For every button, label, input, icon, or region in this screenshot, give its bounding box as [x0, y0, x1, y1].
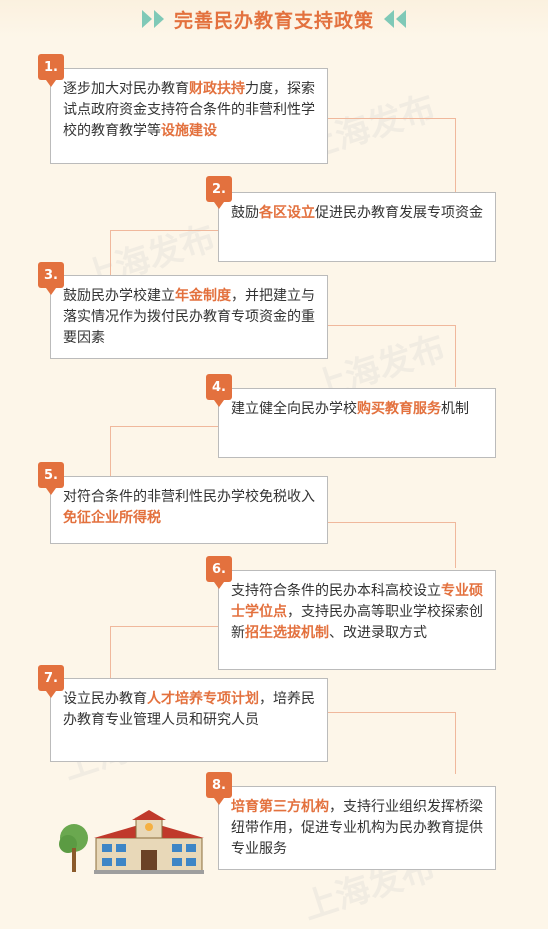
step-badge: 3.	[38, 262, 64, 295]
policy-item-2: 鼓励各区设立促进民办教育发展专项资金	[218, 192, 496, 262]
highlight-text: 培育第三方机构	[231, 799, 329, 815]
school-building-icon	[59, 810, 204, 874]
policy-item-3: 鼓励民办学校建立年金制度，并把建立与落实情况作为拨付民办教育专项资金的重要因素	[50, 275, 328, 359]
highlight-text: 年金制度	[175, 288, 231, 304]
policy-text: 培育第三方机构，支持行业组织发挥桥梁纽带作用，促进专业机构为民办教育提供专业服务	[231, 799, 483, 857]
header: 完善民办教育支持政策	[0, 0, 548, 38]
policy-text: 建立健全向民办学校购买教育服务机制	[231, 401, 469, 417]
body-text: 机制	[441, 401, 469, 417]
step-badge: 8.	[206, 772, 232, 805]
body-text: 对符合条件的非营利性民办学校免税收入	[63, 489, 315, 505]
connector-line	[110, 426, 222, 476]
highlight-text: 免征企业所得税	[63, 510, 161, 526]
body-text: 、改进录取方式	[329, 625, 427, 641]
highlight-text: 设施建设	[161, 123, 217, 139]
policy-text: 鼓励各区设立促进民办教育发展专项资金	[231, 205, 483, 221]
body-text: 逐步加大对民办教育	[63, 81, 189, 97]
body-text: 建立健全向民办学校	[231, 401, 357, 417]
left-arrows-icon	[384, 10, 406, 28]
step-badge: 7.	[38, 665, 64, 698]
body-text: ，支持民办高等职业学校探索创新	[231, 604, 483, 641]
body-text: 支持符合条件的民办本科高校设立	[231, 583, 441, 599]
body-text: 设立民办教育	[63, 691, 147, 707]
policy-item-7: 设立民办教育人才培养专项计划，培养民办教育专业管理人员和研究人员	[50, 678, 328, 762]
body-text: 促进民办教育发展专项资金	[315, 205, 483, 221]
body-text: 鼓励	[231, 205, 259, 221]
body-text: 鼓励民办学校建立	[63, 288, 175, 304]
body-text: ，并把建立与落实情况作为拨付民办教育专项资金的重要因素	[63, 288, 315, 346]
connector-line	[110, 626, 222, 678]
connector-line	[110, 230, 222, 275]
highlight-text: 各区设立	[259, 205, 315, 221]
step-badge: 4.	[206, 374, 232, 407]
policy-item-6: 支持符合条件的民办本科高校设立专业硕士学位点，支持民办高等职业学校探索创新招生选…	[218, 570, 496, 670]
body-text: ，培养民办教育专业管理人员和研究人员	[63, 691, 315, 728]
policy-text: 逐步加大对民办教育财政扶持力度，探索试点政府资金支持符合条件的非营利性学校的教育…	[63, 81, 315, 139]
highlight-text: 专业硕士学位点	[231, 583, 483, 620]
page-title: 完善民办教育支持政策	[173, 9, 374, 32]
policy-item-5: 对符合条件的非营利性民办学校免税收入免征企业所得税	[50, 476, 328, 544]
step-badge: 1.	[38, 54, 64, 87]
policy-text: 支持符合条件的民办本科高校设立专业硕士学位点，支持民办高等职业学校探索创新招生选…	[231, 583, 483, 641]
highlight-text: 人才培养专项计划	[147, 691, 259, 707]
highlight-text: 招生选拔机制	[245, 625, 329, 641]
policy-item-4: 建立健全向民办学校购买教育服务机制	[218, 388, 496, 458]
step-badge: 2.	[206, 176, 232, 209]
policy-text: 鼓励民办学校建立年金制度，并把建立与落实情况作为拨付民办教育专项资金的重要因素	[63, 288, 315, 346]
policy-text: 对符合条件的非营利性民办学校免税收入免征企业所得税	[63, 489, 315, 526]
policy-item-1: 逐步加大对民办教育财政扶持力度，探索试点政府资金支持符合条件的非营利性学校的教育…	[50, 68, 328, 164]
policy-text: 设立民办教育人才培养专项计划，培养民办教育专业管理人员和研究人员	[63, 691, 315, 728]
body-text: 力度，探索试点政府资金支持符合条件的非营利性学校的教育教学等	[63, 81, 315, 139]
header-band	[0, 0, 548, 38]
right-arrows-icon	[141, 10, 164, 28]
step-badge: 5.	[38, 462, 64, 495]
body-text: ，支持行业组织发挥桥梁纽带作用，促进专业机构为民办教育提供专业服务	[231, 799, 483, 857]
highlight-text: 购买教育服务	[357, 401, 441, 417]
policy-item-8: 培育第三方机构，支持行业组织发挥桥梁纽带作用，促进专业机构为民办教育提供专业服务	[218, 786, 496, 870]
highlight-text: 财政扶持	[189, 81, 245, 97]
step-badge: 6.	[206, 556, 232, 589]
